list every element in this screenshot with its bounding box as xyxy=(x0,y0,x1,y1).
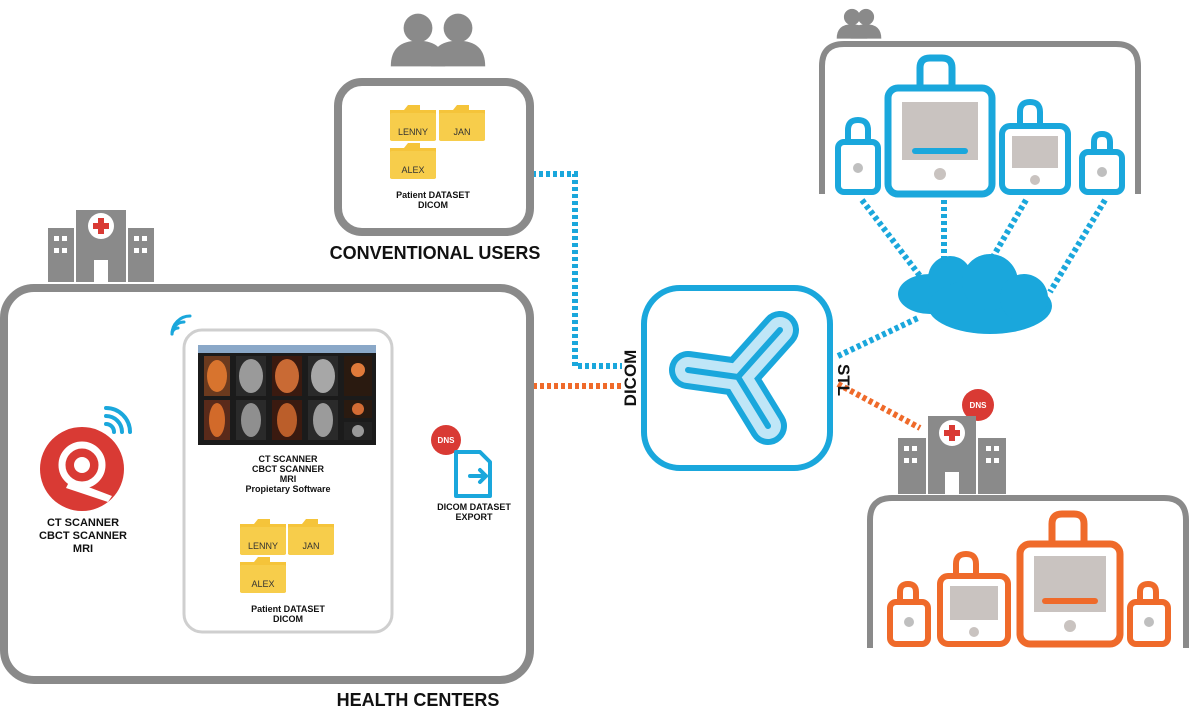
printer-icon-4 xyxy=(1079,130,1125,195)
connectors-printers-to-cloud xyxy=(859,198,1108,294)
cloud-users-box xyxy=(819,41,1141,194)
wifi-icon xyxy=(104,406,132,434)
svg-text:ALEX: ALEX xyxy=(251,579,274,589)
health-centers-title: HEALTH CENTERS xyxy=(337,690,500,710)
users-icon-right xyxy=(836,8,882,39)
dns-badge-left: DNS xyxy=(431,425,461,455)
folder-jan: JAN xyxy=(439,105,485,141)
dicom-label: DICOM xyxy=(621,350,640,407)
printer-icon-2 xyxy=(884,54,996,198)
connector-hub-to-hospital xyxy=(836,381,922,431)
users-icon xyxy=(390,13,486,67)
scanner-icon xyxy=(40,427,124,511)
folder-alex-2: ALEX xyxy=(240,557,286,593)
stl-label: STL xyxy=(834,364,853,396)
dataset-label-top: Patient DATASET xyxy=(396,190,470,200)
folder-lenny-2: LENNY xyxy=(240,519,286,555)
software-label-3: MRI xyxy=(280,474,297,484)
printer-icon-3 xyxy=(999,98,1071,195)
printer-icon-8 xyxy=(1127,580,1171,647)
software-label-2: CBCT SCANNER xyxy=(252,464,325,474)
svg-text:LENNY: LENNY xyxy=(248,541,278,551)
dataset-label-bottom: Patient DATASET xyxy=(251,604,325,614)
dataset-label-top-2: DICOM xyxy=(418,200,448,210)
printer-icon-5 xyxy=(887,580,931,647)
export-file-icon xyxy=(454,450,492,498)
svg-text:ALEX: ALEX xyxy=(401,165,424,175)
dataset-label-bottom-2: DICOM xyxy=(273,614,303,624)
dns-badge-right: DNS xyxy=(962,389,994,421)
scan-viewer-image xyxy=(198,345,376,445)
svg-text:DNS: DNS xyxy=(970,401,988,410)
svg-text:DNS: DNS xyxy=(438,436,456,445)
scanner-label-1: CT SCANNER xyxy=(47,517,119,529)
printer-icon-1 xyxy=(835,116,881,195)
printer-icon-6 xyxy=(937,550,1011,647)
svg-text:JAN: JAN xyxy=(453,127,470,137)
export-label-2: EXPORT xyxy=(455,512,493,522)
export-label-1: DICOM DATASET xyxy=(437,502,511,512)
svg-text:LENNY: LENNY xyxy=(398,127,428,137)
connector-conventional-to-hub xyxy=(532,171,622,369)
conventional-users-title: CONVENTIONAL USERS xyxy=(330,243,541,263)
hospital-printers-box xyxy=(867,495,1189,648)
hub-logo-icon xyxy=(641,285,833,471)
wifi-icon-software xyxy=(170,314,192,336)
svg-text:JAN: JAN xyxy=(302,541,319,551)
software-label-4: Propietary Software xyxy=(245,484,330,494)
folder-lenny: LENNY xyxy=(390,105,436,141)
hospital-icon xyxy=(48,210,154,282)
scanner-label-2: CBCT SCANNER xyxy=(39,530,127,542)
connector-hub-to-cloud xyxy=(836,315,920,359)
hospital-icon-right xyxy=(898,416,1006,494)
scanner-label-3: MRI xyxy=(73,543,93,555)
folder-jan-2: JAN xyxy=(288,519,334,555)
software-label-1: CT SCANNER xyxy=(258,454,318,464)
folder-alex: ALEX xyxy=(390,143,436,179)
cloud-icon xyxy=(898,254,1052,334)
printer-icon-7 xyxy=(1016,510,1124,648)
